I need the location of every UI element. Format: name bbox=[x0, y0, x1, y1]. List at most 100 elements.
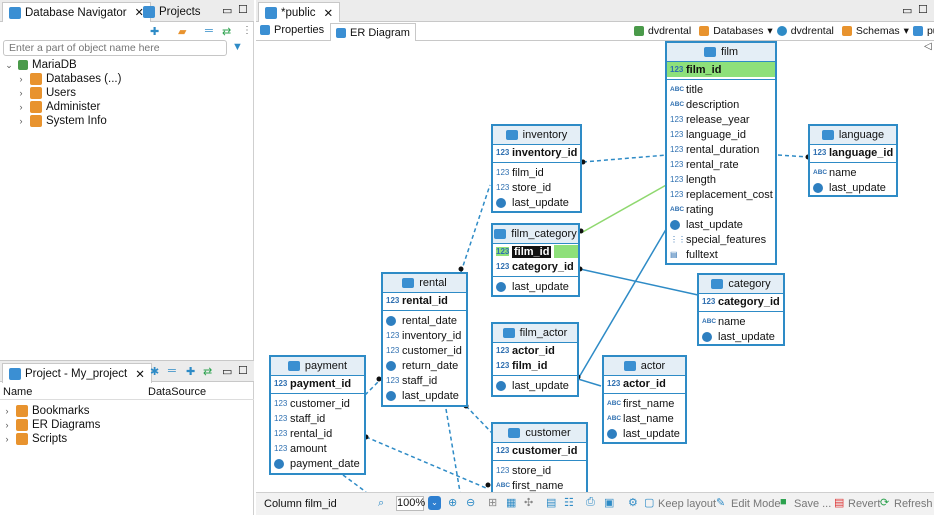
column-row[interactable]: last_update bbox=[699, 329, 783, 344]
chevron-down-icon[interactable]: ▾ bbox=[903, 25, 909, 37]
filter-icon[interactable]: ▼ bbox=[232, 41, 243, 53]
tree-item-databases[interactable]: › Databases (...) bbox=[16, 72, 121, 86]
entity-header[interactable]: actor bbox=[604, 357, 685, 376]
relation-payment-rental[interactable] bbox=[364, 380, 380, 396]
tree-root[interactable]: ⌄ MariaDB bbox=[4, 58, 77, 72]
breadcrumb-database[interactable]: dvdrental bbox=[790, 25, 834, 37]
refresh-button[interactable]: Refresh bbox=[894, 498, 933, 510]
relation-payment-customer[interactable] bbox=[365, 436, 487, 489]
column-row[interactable]: return_date bbox=[383, 358, 466, 373]
column-row[interactable]: last_update bbox=[810, 180, 896, 195]
tab-projects[interactable]: Projects bbox=[137, 2, 207, 22]
zoom-dropdown-icon[interactable]: ⌄ bbox=[428, 496, 441, 510]
column-row[interactable]: ⋮⋮special_features bbox=[667, 232, 775, 247]
relation-film-actor-actor[interactable] bbox=[577, 378, 602, 387]
column-header-name[interactable]: Name bbox=[3, 386, 33, 398]
tab-project[interactable]: Project - My_project ✕ bbox=[2, 363, 152, 383]
zoom-icon[interactable]: ⌕ bbox=[378, 497, 385, 509]
chevron-right-icon[interactable]: › bbox=[19, 74, 23, 84]
maximize-icon[interactable]: ☐ bbox=[238, 4, 248, 16]
zoom-level[interactable]: 100% bbox=[396, 496, 426, 511]
zoom-out-icon[interactable]: ⊖ bbox=[466, 497, 476, 509]
chevron-right-icon[interactable]: › bbox=[19, 102, 23, 112]
close-icon[interactable]: ✕ bbox=[135, 368, 145, 381]
keep-layout-button[interactable]: Keep layout bbox=[658, 498, 717, 510]
maximize-icon[interactable]: ☐ bbox=[918, 4, 928, 16]
subtab-er-diagram[interactable]: ER Diagram bbox=[330, 23, 416, 41]
chevron-right-icon[interactable]: › bbox=[5, 420, 9, 430]
notes-icon[interactable]: ▤ bbox=[546, 497, 557, 509]
zoom-in-icon[interactable]: ⊕ bbox=[448, 497, 458, 509]
settings-icon[interactable]: ✱ bbox=[150, 366, 160, 378]
export-image-icon[interactable]: ▣ bbox=[604, 497, 615, 509]
tree-item-system-info[interactable]: › System Info bbox=[16, 114, 107, 128]
column-row[interactable]: last_update bbox=[493, 195, 580, 210]
entity-header[interactable]: category bbox=[699, 275, 783, 294]
expand-icon[interactable]: ✚ bbox=[186, 366, 196, 378]
new-connection-icon[interactable]: ✚ bbox=[150, 26, 160, 38]
collapse-icon[interactable]: ═ bbox=[168, 365, 176, 377]
chevron-right-icon[interactable]: › bbox=[5, 434, 9, 444]
entity-header[interactable]: rental bbox=[383, 274, 466, 293]
keep-layout-icon[interactable]: ▢ bbox=[644, 497, 655, 509]
entity-header[interactable]: film_actor bbox=[493, 324, 577, 343]
entity-header[interactable]: inventory bbox=[493, 126, 580, 145]
entity-header[interactable]: language bbox=[810, 126, 896, 145]
relation-film-category-category[interactable] bbox=[579, 268, 699, 296]
maximize-icon[interactable]: ☐ bbox=[238, 365, 248, 377]
relation-film-actor-film[interactable] bbox=[577, 225, 669, 380]
save-button[interactable]: Save ... bbox=[794, 498, 832, 510]
entity-header[interactable]: film bbox=[667, 43, 775, 62]
entity-header[interactable]: customer bbox=[493, 424, 586, 443]
entity-header[interactable]: payment bbox=[271, 357, 364, 376]
link-icon[interactable]: ⇄ bbox=[222, 26, 232, 38]
minimize-icon[interactable]: ▭ bbox=[902, 5, 913, 17]
breadcrumb-schema[interactable]: public bbox=[926, 25, 934, 37]
chevron-right-icon[interactable]: › bbox=[5, 406, 9, 416]
column-row[interactable]: last_update bbox=[493, 378, 577, 393]
column-row[interactable]: last_update bbox=[383, 388, 466, 403]
search-input[interactable] bbox=[3, 40, 227, 56]
relation-rental-customer[interactable] bbox=[465, 405, 493, 434]
column-row[interactable]: payment_date bbox=[271, 456, 364, 471]
edit-mode-button[interactable]: Edit Mode bbox=[731, 498, 781, 510]
layout-icon[interactable]: ⊞ bbox=[488, 497, 498, 509]
settings-icon[interactable]: ⚙ bbox=[628, 497, 638, 509]
folder-icon[interactable]: ▰ bbox=[178, 26, 187, 38]
column-header-datasource[interactable]: DataSource bbox=[148, 386, 207, 398]
minimize-icon[interactable]: ▭ bbox=[222, 366, 233, 378]
breadcrumb-databases[interactable]: Databases bbox=[713, 25, 764, 37]
collapse-icon[interactable]: ═ bbox=[205, 25, 213, 37]
